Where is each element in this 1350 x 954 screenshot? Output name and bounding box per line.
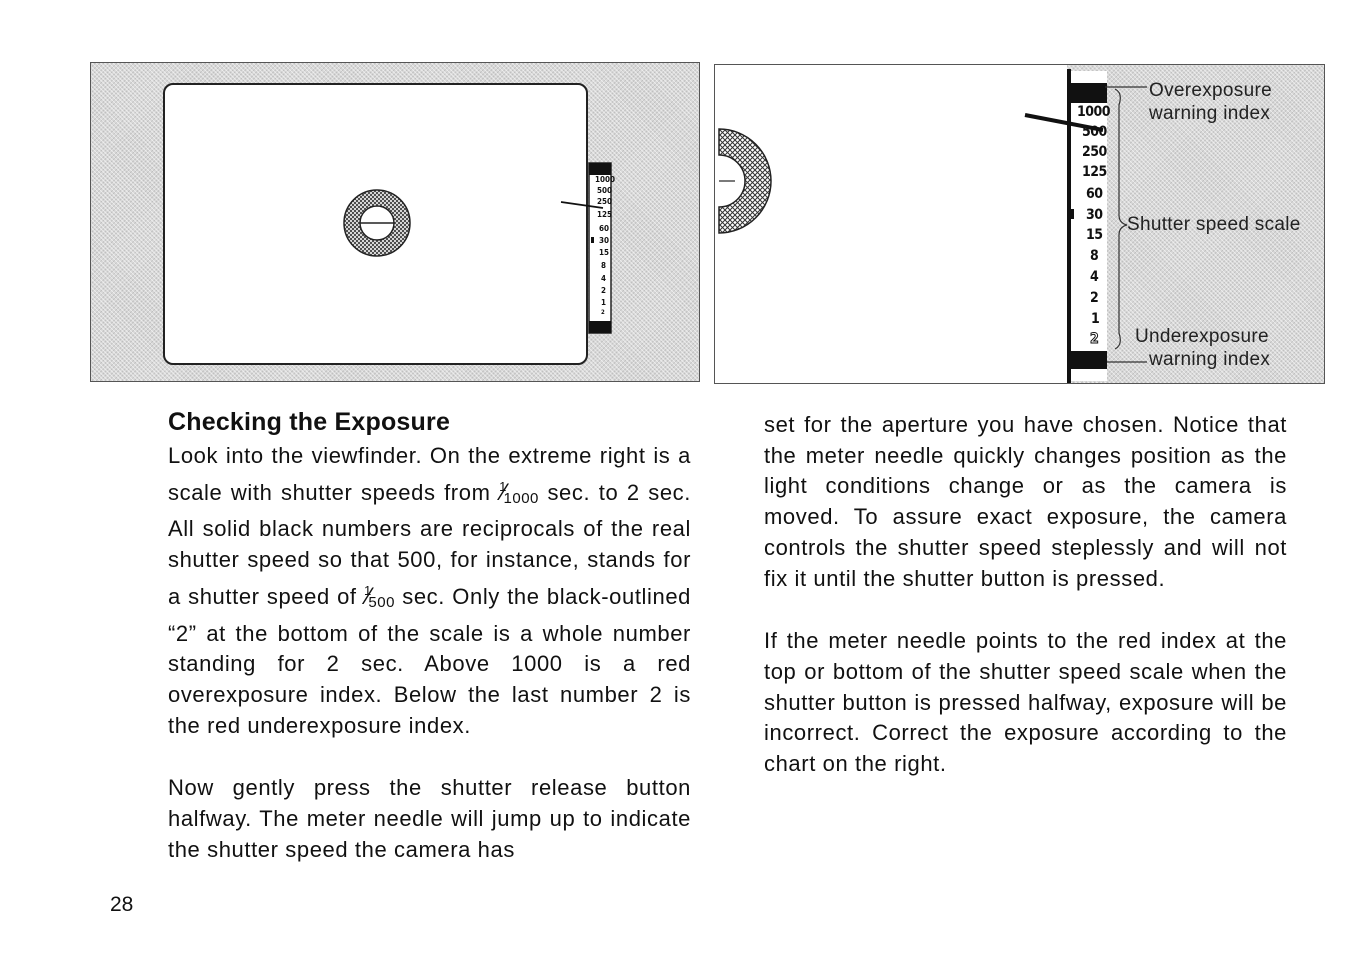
viewfinder-figure: 1000 500 250 125 60 30 15 8 4 2 1 2 xyxy=(90,62,700,382)
meter-needle xyxy=(1024,113,1104,132)
callout-underexposure: Underexposure xyxy=(1135,326,1269,347)
page-number: 28 xyxy=(110,893,134,916)
scale-label: 2 xyxy=(601,286,607,295)
scale-label: 4 xyxy=(1090,269,1099,285)
scale-label: 500 xyxy=(597,186,613,195)
paragraph-text: Look into the viewfinder. On the extreme… xyxy=(168,443,691,505)
scale-label: 4 xyxy=(601,274,607,283)
scale-detail-illustration xyxy=(718,69,1147,383)
scale-label: 15 xyxy=(599,248,610,257)
paragraph-text: sec. to 2 sec. All solid black numbers a… xyxy=(168,479,691,609)
scale-label: 1 xyxy=(601,298,607,307)
left-text-column: Look into the viewfinder. On the extreme… xyxy=(168,441,691,865)
scale-label: 1000 xyxy=(1077,104,1111,120)
scale-label: 125 xyxy=(597,210,613,219)
scale-label: 2 xyxy=(1090,290,1099,306)
scale-label: 1000 xyxy=(595,175,616,184)
section-heading: Checking the Exposure xyxy=(168,408,451,436)
viewfinder-illustration xyxy=(343,162,612,334)
scale-label: 30 xyxy=(1086,207,1103,223)
paragraph-text: sec. Only the black-outlined “2” at the … xyxy=(168,583,692,738)
right-text-column: set for the aperture you have chosen. No… xyxy=(764,410,1287,780)
fraction-one-five-hundredth: 1⁄500 xyxy=(363,582,395,611)
scale-label: 125 xyxy=(1082,164,1107,180)
partial-focusing-ring xyxy=(718,128,772,234)
scale-label: 30 xyxy=(599,236,610,245)
scale-label: 250 xyxy=(1082,144,1107,160)
fraction-numerator: 1 xyxy=(363,582,372,598)
underexposure-index xyxy=(589,321,611,333)
scale-brace xyxy=(1114,88,1128,350)
overexposure-index xyxy=(1069,83,1107,103)
overexposure-index xyxy=(589,163,611,175)
fraction-one-thousandth: 1⁄1000 xyxy=(499,478,539,507)
underexposure-index xyxy=(1069,351,1107,369)
paragraph: Look into the viewfinder. On the extreme… xyxy=(168,441,691,741)
paragraph: Now gently press the shutter release but… xyxy=(168,775,691,862)
scale-label: 15 xyxy=(1086,227,1103,243)
fraction-denominator: 1000 xyxy=(503,489,539,507)
viewfinder-detail-area xyxy=(715,65,1067,383)
fraction-numerator: 1 xyxy=(499,478,507,494)
scale-label: 8 xyxy=(601,261,607,270)
scale-label: 250 xyxy=(597,197,613,206)
shutter-scale-detail-figure: 1000 500 250 125 60 30 15 8 4 2 1 2 Over… xyxy=(714,64,1325,384)
scale-label: 8 xyxy=(1090,248,1099,264)
scale-label: 60 xyxy=(1086,186,1103,202)
scale-label-outlined: 2 xyxy=(1089,331,1099,347)
callout-shutter-speed-scale: Shutter speed scale xyxy=(1127,214,1301,235)
scale-label: 1 xyxy=(1091,311,1100,327)
callout-underexposure-index: warning index xyxy=(1149,349,1271,370)
scale-label: 60 xyxy=(599,224,610,233)
paragraph: set for the aperture you have chosen. No… xyxy=(764,412,1287,591)
callout-overexposure: Overexposure xyxy=(1149,80,1272,101)
fraction-denominator: 500 xyxy=(368,593,395,611)
meter-needle xyxy=(560,201,604,209)
callout-overexposure-index: warning index xyxy=(1149,103,1271,124)
scale-label: 2 xyxy=(601,309,605,316)
scale-label: 500 xyxy=(1082,124,1107,140)
paragraph: If the meter needle points to the red in… xyxy=(764,628,1287,777)
